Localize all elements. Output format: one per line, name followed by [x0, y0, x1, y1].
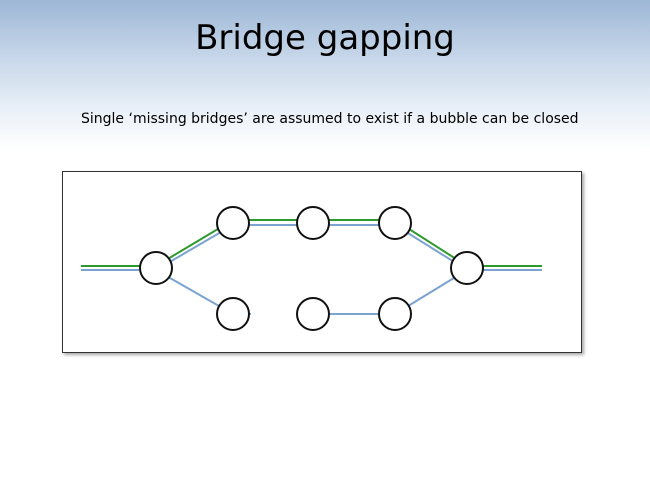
node-top-2: [296, 206, 330, 240]
node-bottom-2: [296, 297, 330, 331]
node-bottom-1: [216, 297, 250, 331]
node-right-junction: [450, 251, 484, 285]
node-left-junction: [139, 251, 173, 285]
node-top-3: [378, 206, 412, 240]
bridge-graph: [81, 206, 542, 331]
slide-subtitle: Single ‘missing bridges’ are assumed to …: [81, 111, 579, 127]
bridge-diagram: [62, 171, 582, 353]
slide-title: Bridge gapping: [195, 18, 455, 58]
node-bottom-3: [378, 297, 412, 331]
node-top-1: [216, 206, 250, 240]
